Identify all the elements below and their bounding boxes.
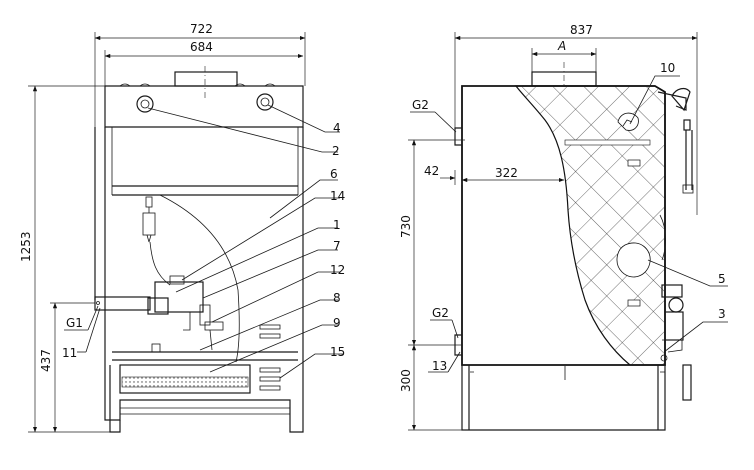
dim-1253: 1253 [19, 231, 33, 262]
callout-9: 9 [333, 316, 341, 330]
dim-684: 684 [190, 40, 213, 54]
callout-1: 1 [333, 218, 341, 232]
callout-4: 4 [333, 121, 341, 135]
front-view: 722 684 [19, 22, 345, 433]
dim-437: 437 [39, 349, 53, 372]
dim-837: 837 [570, 23, 593, 37]
label-g1: G1 [66, 316, 83, 330]
callout-11: 11 [62, 346, 77, 360]
label-g2-bottom: G2 [432, 306, 449, 320]
dim-322: 322 [495, 166, 518, 180]
callout-3: 3 [718, 307, 726, 321]
callout-10: 10 [660, 61, 675, 75]
callout-7: 7 [333, 239, 341, 253]
callout-15: 15 [330, 345, 345, 359]
dim-730: 730 [399, 215, 413, 238]
callout-13: 13 [432, 359, 447, 373]
callout-8: 8 [333, 291, 341, 305]
dim-42: 42 [424, 164, 439, 178]
dim-300: 300 [399, 369, 413, 392]
callout-12: 12 [330, 263, 345, 277]
front-callouts: 4 2 6 14 1 7 12 8 9 15 [147, 104, 345, 379]
callout-5: 5 [718, 272, 726, 286]
dim-a: A [557, 39, 566, 53]
callout-6: 6 [330, 167, 338, 181]
dim-722: 722 [190, 22, 213, 36]
callout-14: 14 [330, 189, 345, 203]
callout-2: 2 [332, 144, 340, 158]
side-view: 837 A [399, 23, 728, 431]
label-g2-top: G2 [412, 98, 429, 112]
